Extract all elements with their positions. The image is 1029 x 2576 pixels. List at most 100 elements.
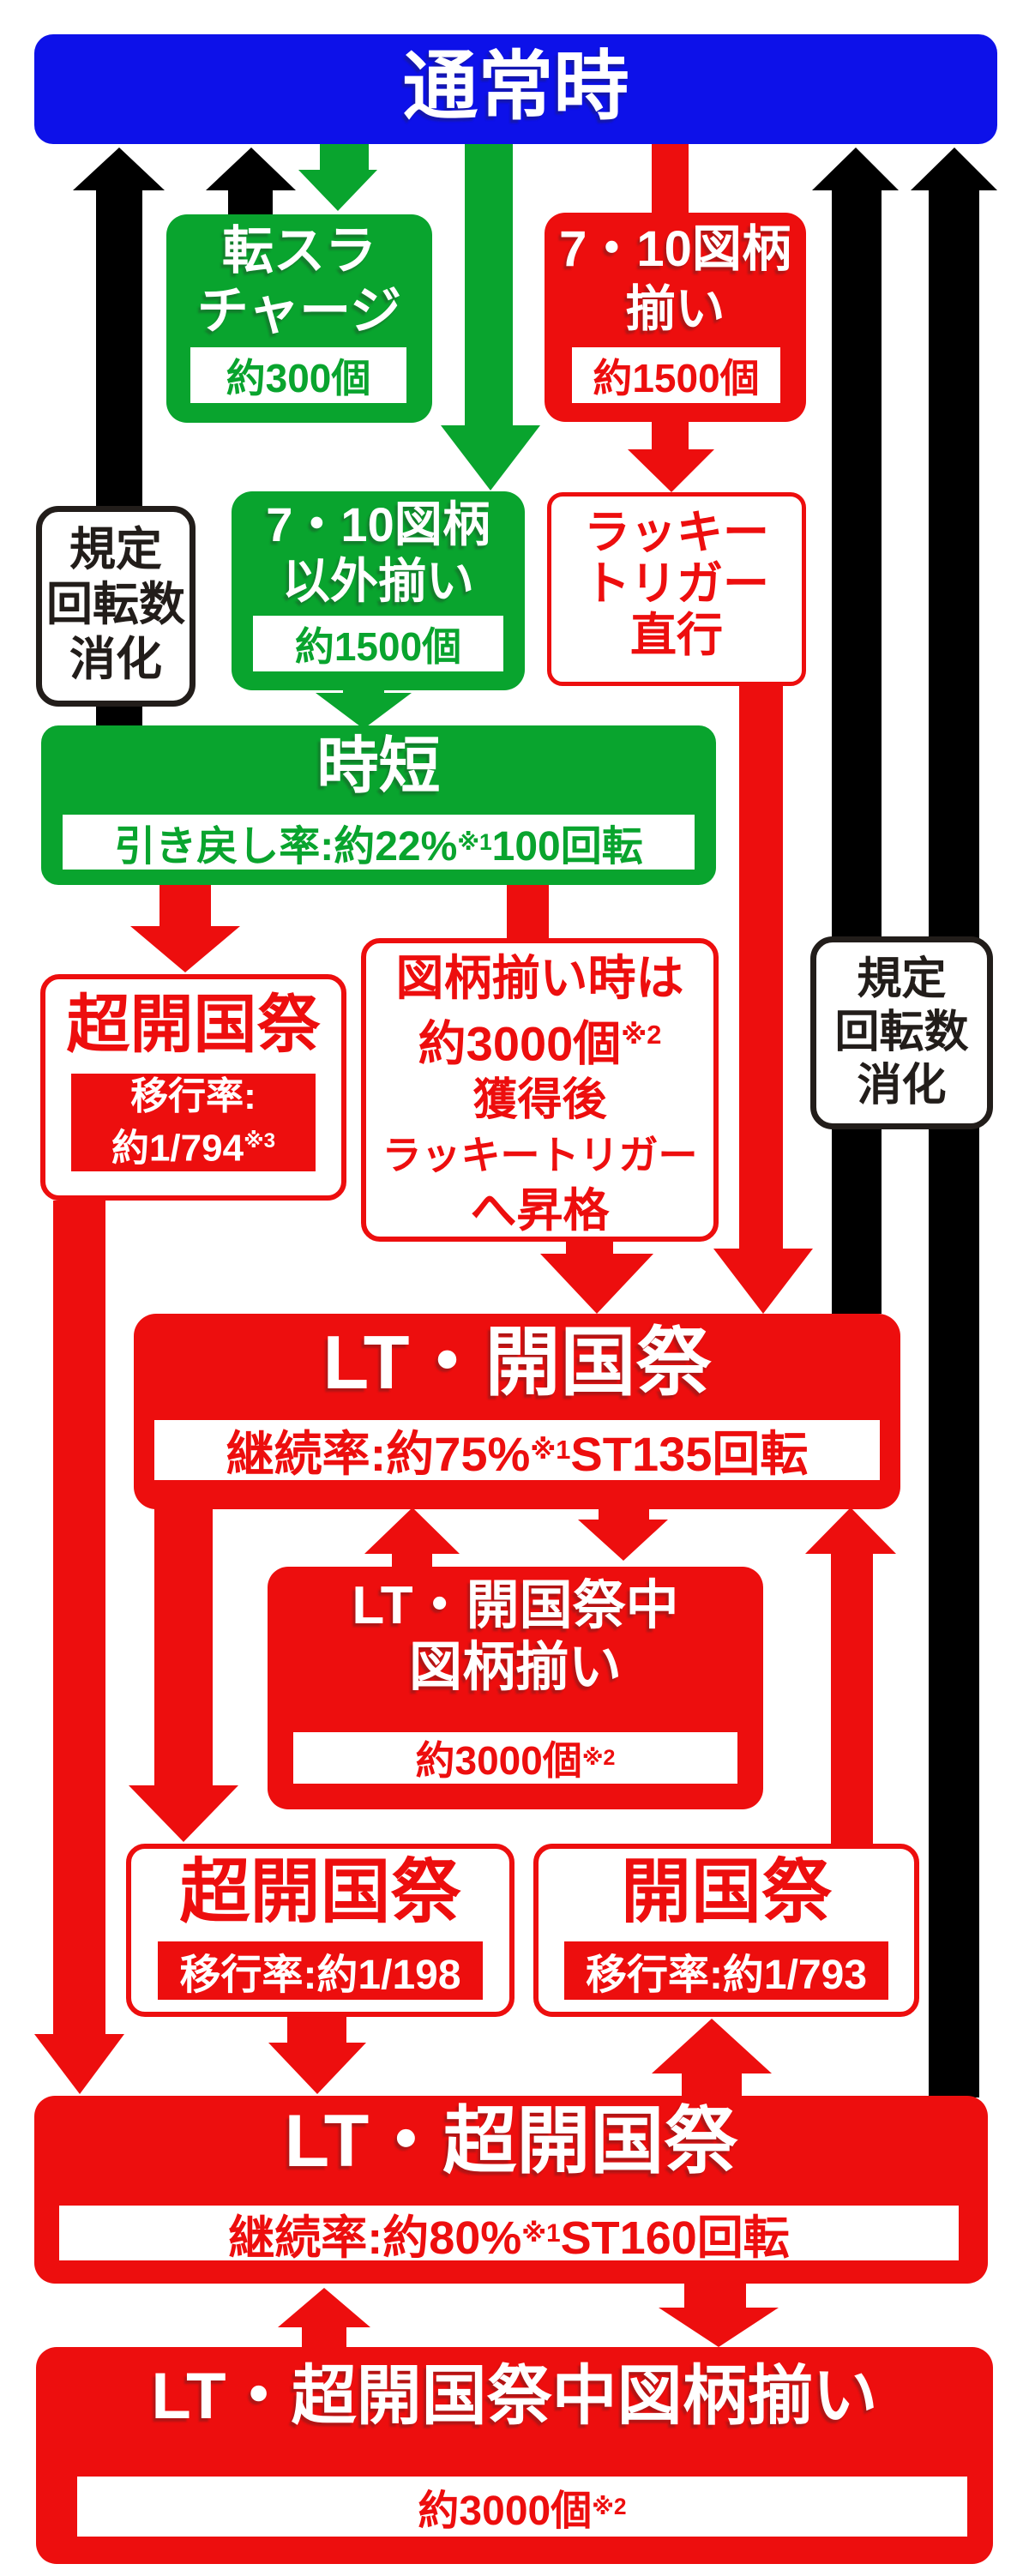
upgrade-note-line2: 約3000個※2 [418,1016,662,1071]
arrow-up-icon [812,147,899,190]
lt-cho-pattern-payout-bar: 約3000個※2 [77,2477,967,2537]
arrow-up-icon [652,2019,772,2073]
pattern-other-line1: 7・10図柄 [266,497,490,551]
arrow-down-icon [316,693,412,729]
normal-state-title: 通常時 [402,44,629,129]
kitei-right-line2: 回転数 [834,1008,969,1057]
lt-kaikokusai-stat-bar: 継続率:約75%※1 ST135回転 [154,1420,880,1481]
arrow-up-icon [206,147,296,190]
arrow-jitan-to-upgrade-note [507,885,549,942]
upgrade-note-line5: へ昇格 [470,1184,610,1237]
cho-794-rate-box: 移行率: 約1/794※3 [71,1074,316,1171]
lt-cho-title: LT・超開国祭 [284,2100,738,2182]
arrow-up-icon [364,1508,460,1554]
tensura-charge-payout: 約300個 [226,355,371,400]
upgrade-note-line1: 図柄揃い時は [395,951,684,1005]
lucky-trigger-line1: ラッキー [584,507,769,558]
pattern-710-line2: 揃い [625,281,725,337]
arrow-down-icon [659,2308,779,2347]
arrow-down-icon [34,2034,124,2094]
upgrade-note-line4: ラッキートリガー [382,1132,698,1177]
lt-kaikokusai-box: LT・開国祭 継続率:約75%※1 ST135回転 [134,1314,900,1509]
pattern-710-line1: 7・10図柄 [559,221,791,277]
arrow-down-icon [540,1254,653,1314]
spin-count-label-left: 規定 回転数 消化 [36,506,196,707]
arrow-down-icon [298,170,377,211]
lt-cho-pattern-title: LT・超開国祭中図柄揃い [151,2360,878,2433]
tensura-charge-line2: チャージ [196,282,402,340]
lucky-trigger-upgrade-note: 図柄揃い時は 約3000個※2 獲得後 ラッキートリガー へ昇格 [361,938,719,1242]
kaikoku-793-rate-bar: 移行率:約1/793 [564,1941,888,2000]
jitan-rate: 引き戻し率:約22% [114,824,458,870]
cho-198-rate: 移行率:約1/198 [179,1953,461,1998]
lucky-trigger-line2: トリガー [584,558,769,610]
lt-kaikokusai-rate-note: ※1 [530,1435,571,1465]
cho-198-rate-bar: 移行率:約1/198 [158,1941,483,2000]
arrow-up-icon [278,2288,370,2327]
pattern-710-payout-bar: 約1500個 [572,347,780,403]
lt-kaikokusai-title: LT・開国祭 [322,1320,712,1405]
pattern-710-box: 7・10図柄 揃い 約1500個 [545,213,806,422]
lt-cho-st: ST160回転 [560,2212,790,2264]
lt-kaikokusai-st: ST135回転 [570,1426,809,1481]
jitan-rate-spins: 100回転 [491,824,643,870]
tensura-charge-line1: 転スラ [222,222,376,280]
arrow-up-icon [73,147,165,190]
lt-cho-stat-bar: 継続率:約80%※1 ST160回転 [59,2206,959,2264]
jitan-rate-note: ※1 [457,828,492,855]
lt-pattern-payout-bar: 約3000個※2 [293,1732,737,1784]
lt-cho-rate: 継続率:約80% [228,2212,522,2264]
arrow-down-icon [628,449,714,492]
lt-pattern-payout-note: ※2 [581,1746,616,1770]
tensura-charge-payout-bar: 約300個 [190,347,406,403]
cho-794-rate-label: 移行率: [130,1074,256,1117]
lt-cho-pattern-payout: 約3000個 [418,2489,593,2534]
lt-cho-kaikokusai-pattern-box: LT・超開国祭中図柄揃い 約3000個※2 [36,2347,993,2564]
kaikoku-793-rate: 移行率:約1/793 [585,1953,868,1998]
kaikoku-793-title: 開国祭 [620,1853,832,1931]
kitei-right-line3: 消化 [857,1061,947,1110]
cho-kaikokusai-198-box: 超開国祭 移行率:約1/198 [126,1844,514,2017]
kitei-right-line1: 規定 [857,954,947,1004]
pattern-other-payout: 約1500個 [294,623,462,669]
pattern-710-payout: 約1500個 [593,355,760,400]
arrow-up-icon [911,147,997,190]
lt-cho-kaikokusai-box: LT・超開国祭 継続率:約80%※1 ST160回転 [34,2096,988,2284]
normal-state-box: 通常時 [34,34,997,144]
kaikokusai-793-box: 開国祭 移行率:約1/793 [533,1844,919,2017]
pattern-other-line2: 以外揃い [282,554,474,608]
lt-pattern-payout: 約3000個 [415,1738,582,1783]
jitan-rate-bar: 引き戻し率:約22%※1 100回転 [63,815,695,870]
arrow-up-icon [805,1508,896,1554]
arrow-normal-to-pattern710 [652,144,689,216]
lt-cho-pattern-payout-note: ※2 [592,2493,627,2519]
arrow-down-icon [713,1249,813,1314]
lt-kaikokusai-rate: 継続率:約75% [226,1426,531,1481]
jitan-box: 時短 引き戻し率:約22%※1 100回転 [41,725,716,885]
pattern-other-payout-bar: 約1500個 [253,616,503,671]
arrow-down-icon [578,1520,668,1561]
lt-pattern-line1: LT・開国祭中 [352,1576,679,1635]
jitan-title: 時短 [316,732,441,801]
cho-kaikokusai-794-box: 超開国祭 移行率: 約1/794※3 [40,974,346,1201]
kitei-line1: 規定 [69,524,162,575]
arrow-down-icon [130,926,240,972]
lt-cho-rate-note: ※1 [521,2218,561,2248]
arrow-down-icon [129,1785,238,1842]
kitei-line2: 回転数 [46,579,185,630]
lt-pattern-line2: 図柄揃い [408,1638,622,1697]
cho-198-title: 超開国祭 [179,1853,461,1931]
lucky-trigger-line3: 直行 [630,610,723,661]
cho-794-title: 超開国祭 [66,989,321,1060]
arrow-down-icon [268,2043,366,2094]
spin-count-label-right: 規定 回転数 消化 [810,936,993,1129]
lt-kaikokusai-pattern-box: LT・開国祭中 図柄揃い 約3000個※2 [268,1567,763,1809]
cho-794-rate-value: 約1/794 [111,1127,244,1170]
cho-794-rate-note: ※3 [244,1129,276,1153]
lucky-trigger-direct-box: ラッキー トリガー 直行 [547,492,806,686]
arrow-down-icon [441,425,540,491]
upgrade-note-line3: 獲得後 [472,1074,607,1125]
pattern-710-other-box: 7・10図柄 以外揃い 約1500個 [232,491,525,690]
tensura-charge-box: 転スラ チャージ 約300個 [166,214,432,423]
